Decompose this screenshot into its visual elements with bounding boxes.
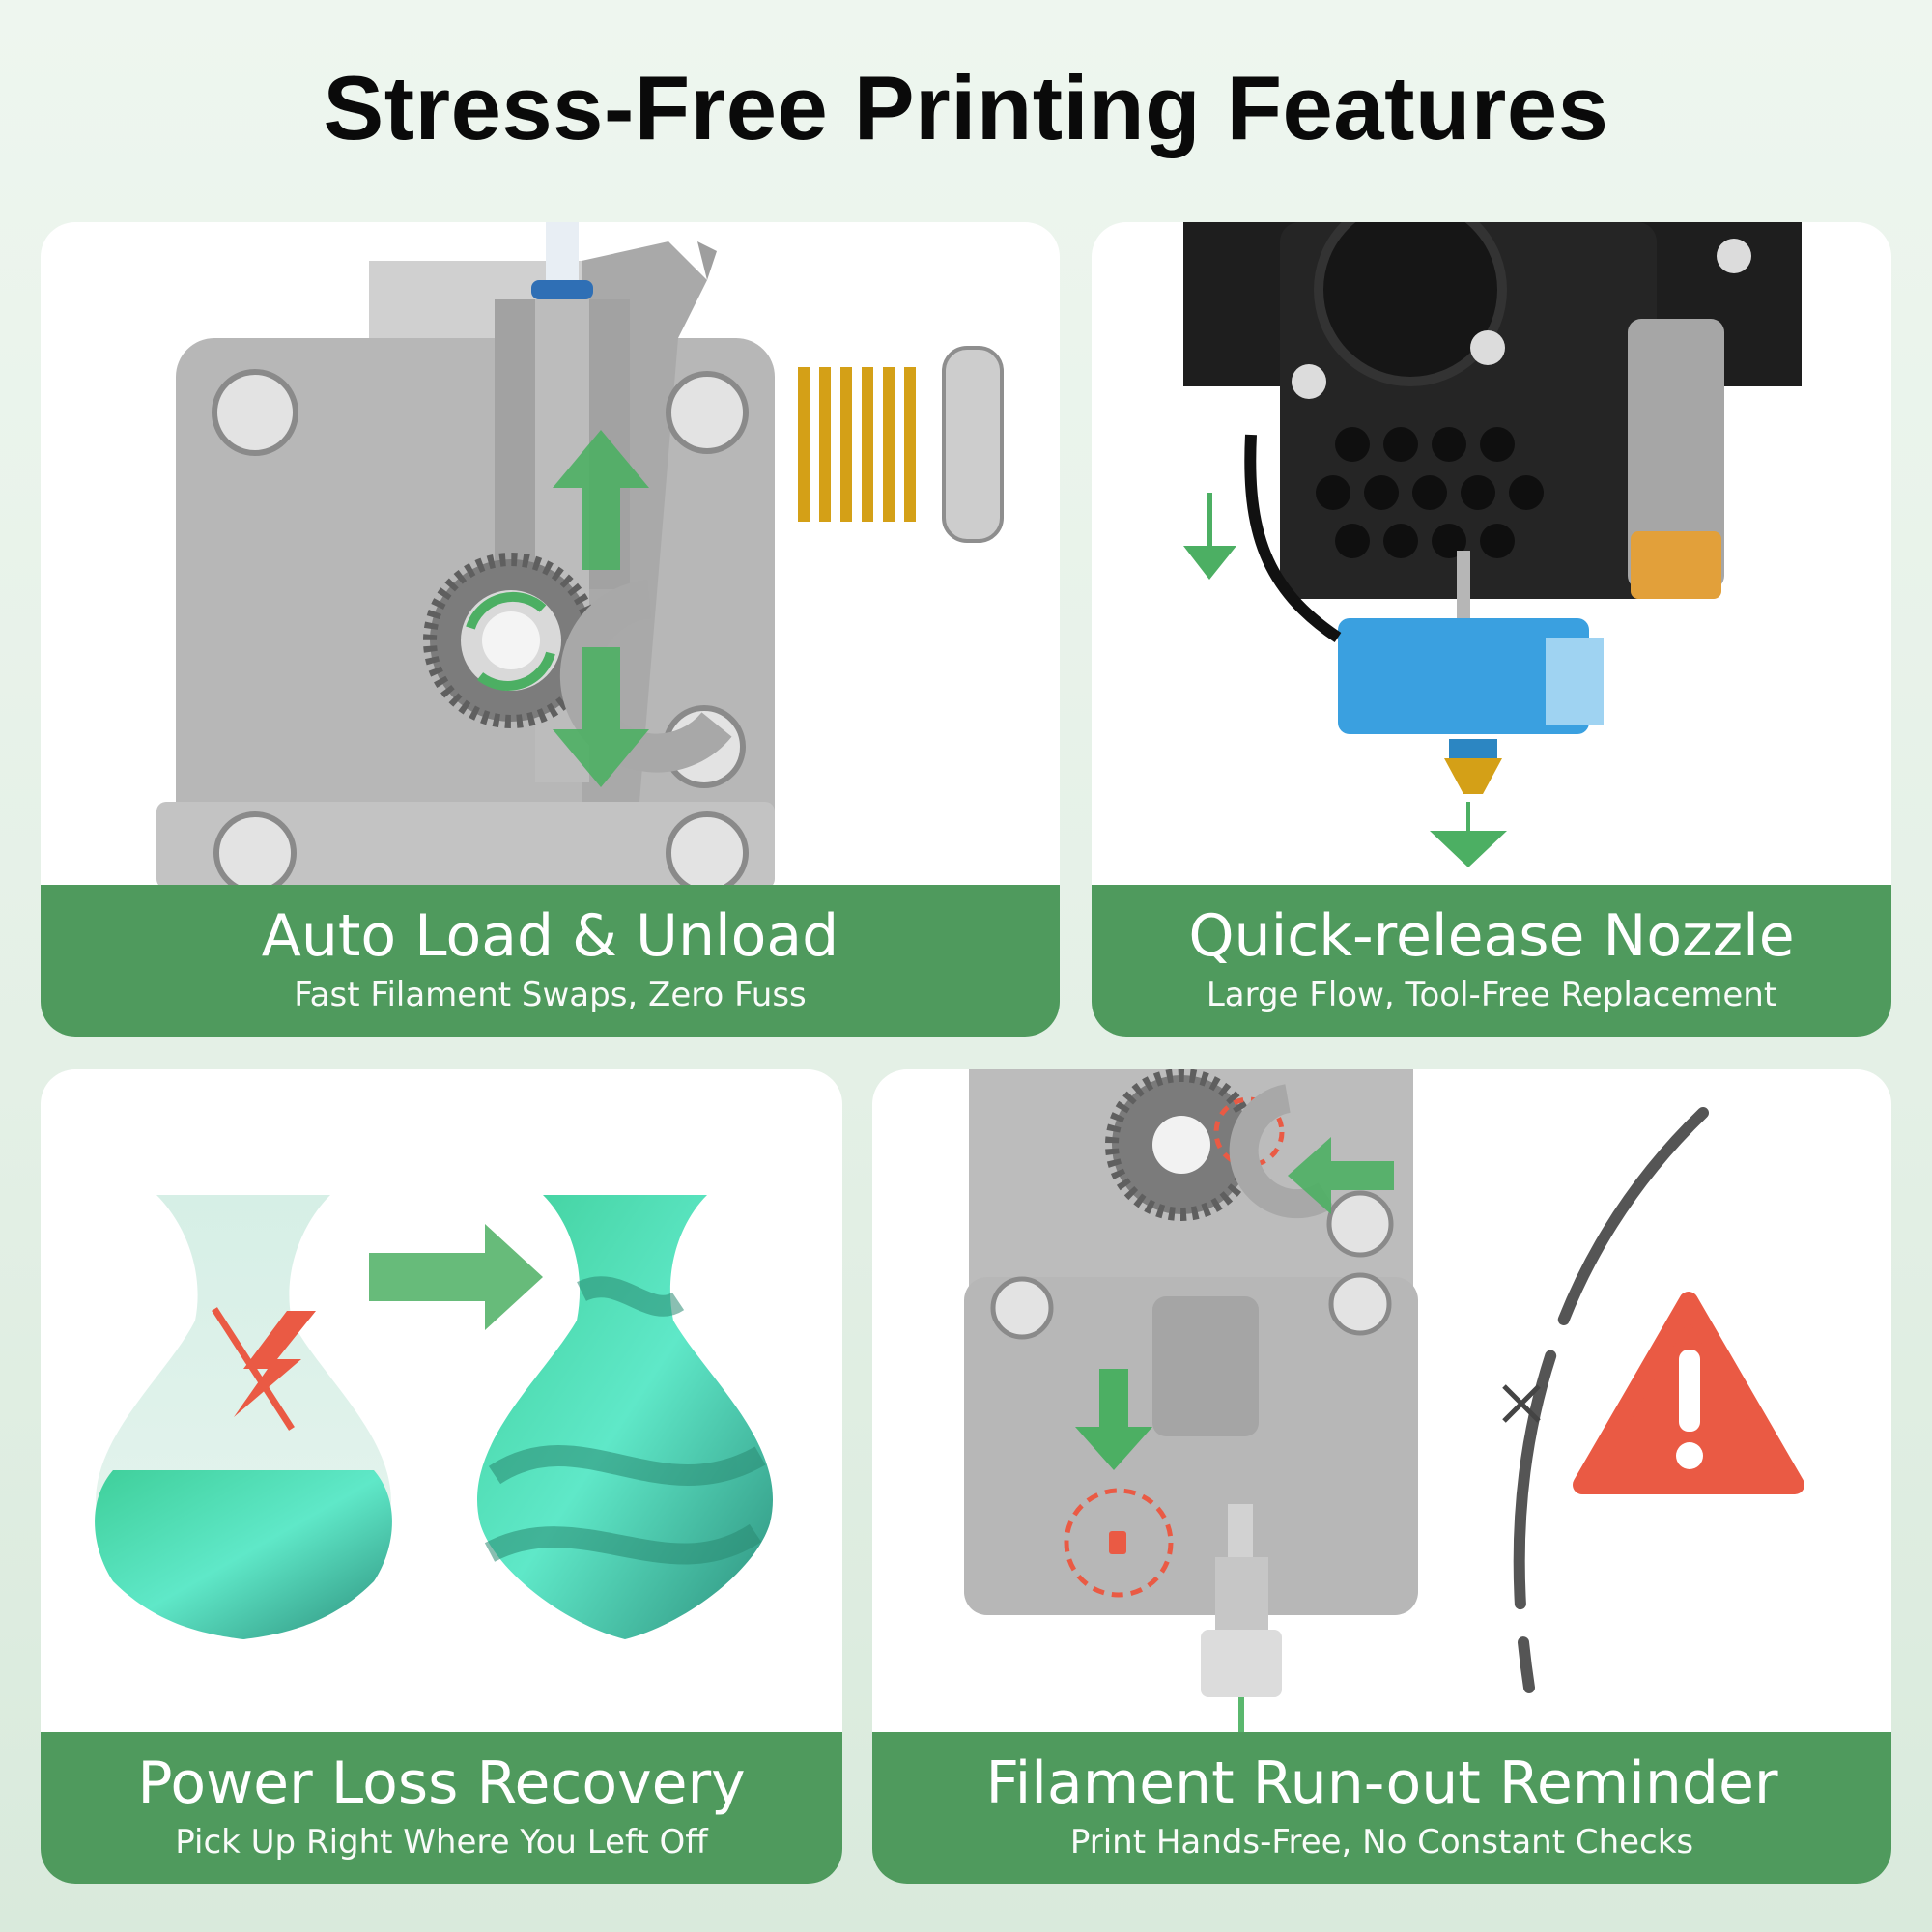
- feature-subtitle: Fast Filament Swaps, Zero Fuss: [294, 976, 807, 1014]
- runout-sensor-icon: [964, 1069, 1804, 1732]
- vase-print-icon: [95, 1195, 774, 1639]
- feature-title: Quick-release Nozzle: [1188, 902, 1795, 970]
- feature-card-auto-load: Auto Load & Unload Fast Filament Swaps, …: [41, 222, 1060, 1037]
- extruder-gear-icon: [156, 222, 1004, 885]
- feature-subtitle: Print Hands-Free, No Constant Checks: [1069, 1823, 1694, 1861]
- page-title: Stress-Free Printing Features: [323, 57, 1609, 158]
- feature-title: Filament Run-out Reminder: [985, 1749, 1778, 1817]
- feature-title: Power Loss Recovery: [137, 1749, 746, 1817]
- feature-banner: Power Loss Recovery Pick Up Right Where …: [41, 1732, 842, 1884]
- hotend-nozzle-icon: [1183, 222, 1802, 867]
- feature-banner: Filament Run-out Reminder Print Hands-Fr…: [872, 1732, 1891, 1884]
- feature-banner: Quick-release Nozzle Large Flow, Tool-Fr…: [1092, 885, 1891, 1037]
- feature-card-quick-release-nozzle: Quick-release Nozzle Large Flow, Tool-Fr…: [1092, 222, 1891, 1037]
- feature-banner: Auto Load & Unload Fast Filament Swaps, …: [41, 885, 1060, 1037]
- feature-title: Auto Load & Unload: [261, 902, 839, 970]
- feature-subtitle: Large Flow, Tool-Free Replacement: [1206, 976, 1777, 1014]
- feature-card-filament-runout: Filament Run-out Reminder Print Hands-Fr…: [872, 1069, 1891, 1884]
- feature-subtitle: Pick Up Right Where You Left Off: [175, 1823, 708, 1861]
- feature-card-power-loss-recovery: Power Loss Recovery Pick Up Right Where …: [41, 1069, 842, 1884]
